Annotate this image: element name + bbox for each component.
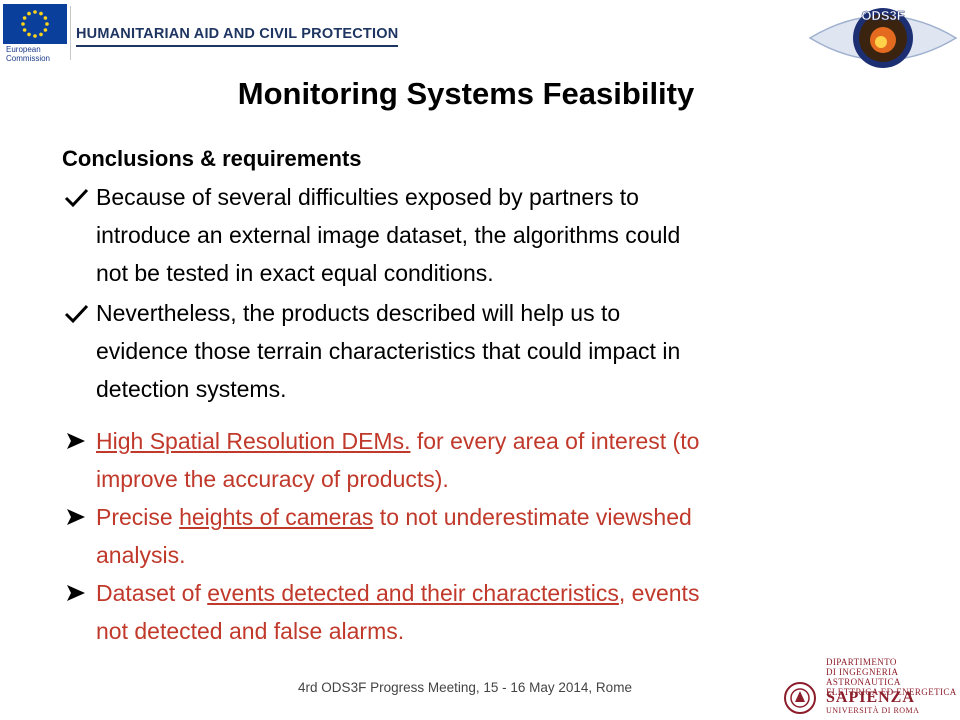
department-name-line: DI INGEGNERIA ASTRONAUTICA (826, 667, 901, 687)
requirement-link[interactable]: events detected and their characteristic… (207, 580, 619, 606)
arrow-bullet-icon (62, 498, 92, 536)
department-name: DIPARTIMENTO DI INGEGNERIA ASTRONAUTICA … (826, 657, 960, 697)
requirement-text: to not underestimate viewshed (373, 504, 692, 530)
eu-caption-line2: Commission (6, 54, 51, 63)
requirement-text: analysis. (96, 542, 186, 568)
department-title: HUMANITARIAN AID AND CIVIL PROTECTION (76, 26, 399, 42)
university-name: SAPIENZA (826, 689, 915, 706)
requirement-text: Dataset of (96, 580, 208, 606)
university-subtitle: UNIVERSITÀ DI ROMA (826, 706, 920, 715)
eu-caption: European Commission (6, 45, 50, 63)
check-item-line: evidence those terrain characteristics t… (96, 338, 681, 364)
department-rule (76, 45, 398, 47)
requirement-text: improve the accuracy of products). (96, 466, 449, 492)
requirement-item: High Spatial Resolution DEMs. for every … (62, 422, 892, 498)
checkmark-icon (62, 178, 92, 216)
requirement-text: Precise (96, 504, 180, 530)
requirement-link[interactable]: High Spatial Resolution DEMs. (96, 428, 411, 454)
eu-caption-line1: European (6, 45, 41, 54)
ods3f-logo: ODS3F (806, 0, 960, 72)
requirement-link[interactable]: heights of cameras (179, 504, 374, 530)
sapienza-seal-icon (784, 682, 816, 714)
check-item: Because of several difficulties exposed … (62, 178, 892, 292)
department-name-line: ELETTRICA ED ENERGETICA (826, 687, 957, 697)
requirement-item: Dataset of events detected and their cha… (62, 574, 892, 650)
eu-flag-icon (3, 4, 67, 44)
checkmark-icon (62, 294, 92, 332)
check-item-line: detection systems. (96, 376, 287, 402)
requirement-text: for every area of interest (to (410, 428, 700, 454)
header-divider (70, 6, 71, 60)
ods3f-logo-text: ODS3F (861, 8, 904, 23)
check-item-line: introduce an external image dataset, the… (96, 222, 681, 248)
check-item-line: Nevertheless, the products described wil… (96, 300, 621, 326)
slide-title: Monitoring Systems Feasibility (237, 76, 695, 111)
arrow-bullet-icon (62, 574, 92, 612)
section-heading: Conclusions & requirements (62, 146, 362, 171)
footer-text: 4rd ODS3F Progress Meeting, 15 - 16 May … (298, 680, 632, 695)
header-eu-logo: European Commission HUMANITARIAN AID AND… (0, 0, 400, 64)
requirement-text: , events (618, 580, 700, 606)
arrow-bullet-icon (62, 422, 92, 460)
requirement-text: not detected and false alarms. (96, 618, 405, 644)
requirement-item: Precise heights of cameras to not undere… (62, 498, 892, 574)
check-item: Nevertheless, the products described wil… (62, 294, 892, 408)
department-name-line: DIPARTIMENTO (826, 657, 897, 667)
check-item-line: not be tested in exact equal conditions. (96, 260, 494, 286)
check-item-line: Because of several difficulties exposed … (96, 184, 639, 210)
